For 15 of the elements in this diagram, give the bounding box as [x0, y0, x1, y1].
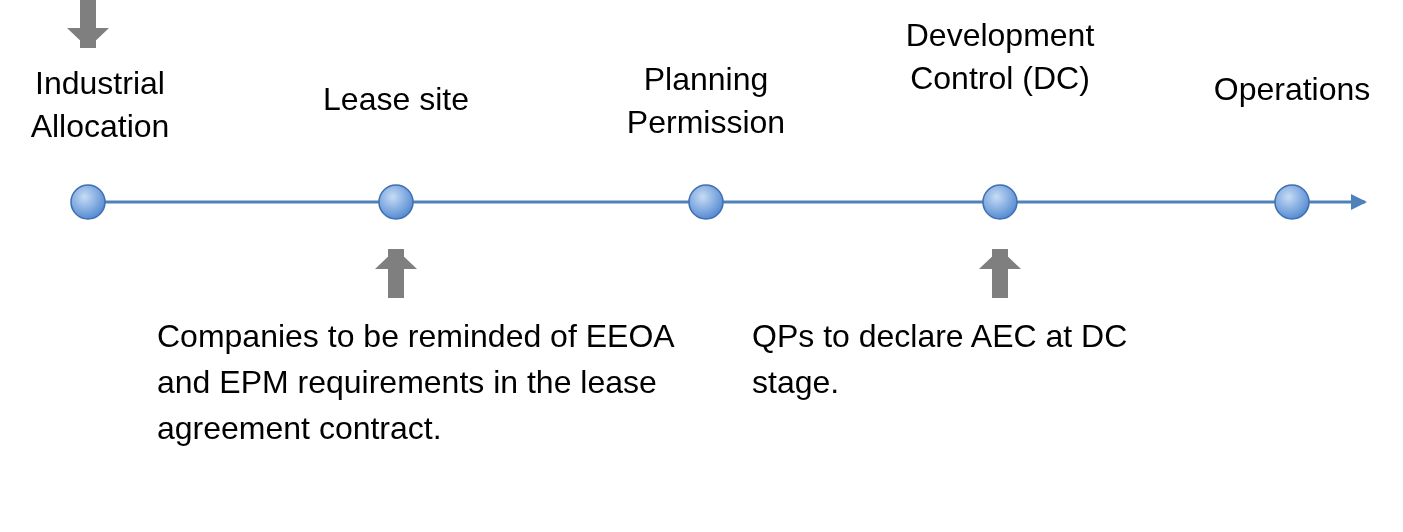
note-text: QPs to declare AEC at DC stage. — [752, 313, 1212, 405]
milestone-label: Lease site — [323, 80, 469, 119]
timeline-line — [1017, 200, 1275, 204]
milestone-label: Industrial Allocation — [29, 64, 171, 146]
milestone-label: Planning Permission — [625, 60, 787, 142]
timeline-arrow — [1309, 194, 1367, 210]
note-text: Companies to be reminded of EEOA and EPM requirements in the lease agreement contract. — [157, 313, 717, 451]
block-arrow — [979, 249, 1021, 298]
timeline-line — [105, 200, 379, 204]
block-arrow — [375, 249, 417, 298]
timeline-line — [723, 200, 983, 204]
milestone-label: Operations — [1213, 70, 1371, 109]
block-arrow — [67, 0, 109, 48]
milestone-label: Development Control (DC) — [904, 16, 1096, 98]
timeline-line — [413, 200, 689, 204]
